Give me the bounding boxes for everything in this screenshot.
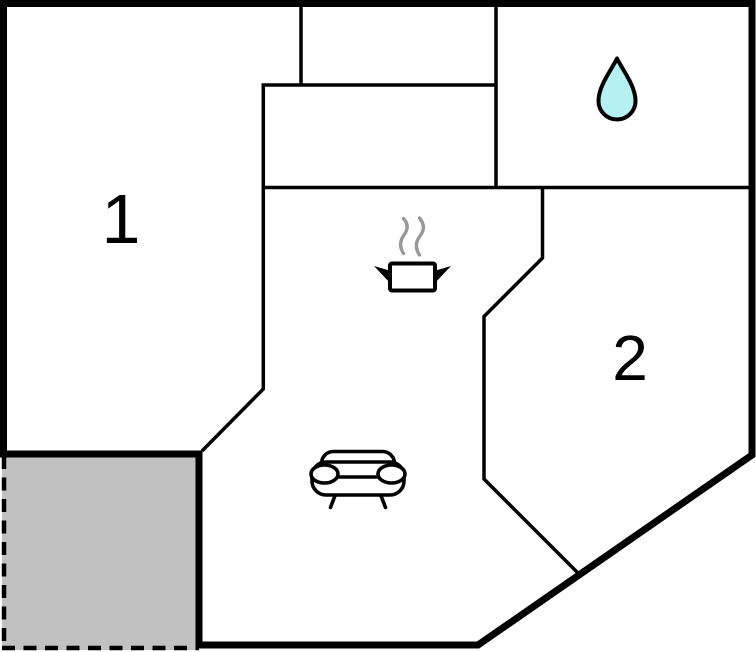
wall-room2-left: [482, 187, 581, 576]
steam-line-right: [414, 216, 426, 257]
room-1-label: 1: [102, 180, 141, 258]
pot-handle-right: [434, 266, 451, 284]
water-drop-icon: [596, 56, 638, 122]
pot-body: [388, 261, 437, 293]
room-2-label: 2: [612, 322, 648, 394]
pot-handle-left: [374, 266, 391, 284]
steam-line-left: [398, 216, 409, 256]
sofa-armrest-left: [309, 463, 340, 485]
terrace-area: [2, 454, 199, 650]
wall-room1-right: [200, 85, 266, 453]
sofa-armrest-right: [376, 463, 407, 485]
terrace-dashed-border: [1, 456, 199, 651]
sofa-icon: [309, 449, 407, 510]
cooking-pot-icon: [374, 216, 451, 293]
